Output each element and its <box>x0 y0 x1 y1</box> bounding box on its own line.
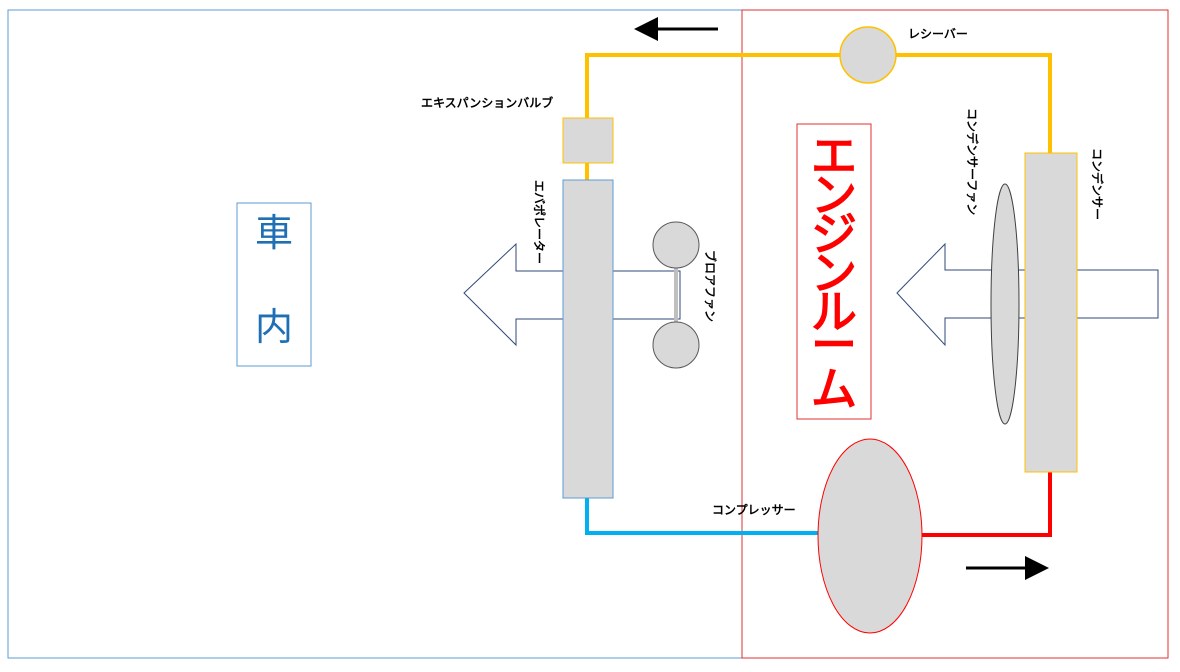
compressor <box>817 438 923 634</box>
engine-room-label-box <box>796 123 872 420</box>
engine-room-label-char-6: ー <box>811 318 857 372</box>
engine-room-label-char-5: ル <box>811 285 857 339</box>
blower-fan-bottom <box>652 321 700 369</box>
engine-airflow-arrow-icon <box>896 242 1159 347</box>
cabin-airflow-arrow-icon <box>463 242 681 347</box>
condenser <box>1024 152 1078 473</box>
blower-fan-label: ブロアファン <box>703 250 718 322</box>
cabin-zone <box>7 9 743 659</box>
cabin-label-char-2: 内 <box>255 305 293 349</box>
blower-fan-top <box>652 221 700 269</box>
suction-line-pipe <box>585 498 820 535</box>
engine-room-label-char-3: ジ <box>811 207 857 261</box>
discharge-line-pipe <box>922 472 1052 537</box>
liquid-line-pipe <box>585 53 1052 153</box>
evaporator <box>562 179 614 499</box>
receiver-label: レシーバー <box>908 27 968 41</box>
condenser-label: コンデンサー <box>1090 148 1105 220</box>
cabin-label-char-1: 車 <box>255 211 293 255</box>
expansion-valve <box>562 117 614 164</box>
engine-room-label-char-7: ム <box>811 362 857 416</box>
compressor-label: コンプレッサー <box>712 502 796 517</box>
engine-room-label-char-2: ン <box>811 168 857 222</box>
expansion-valve-label: エキスパンションバルブ <box>421 95 553 110</box>
receiver <box>839 26 897 84</box>
cabin-label-box <box>236 202 312 367</box>
engine-room-zone <box>741 9 1169 659</box>
engine-room-label-char-4: ン <box>811 246 857 300</box>
condenser-fan <box>990 183 1020 425</box>
engine-room-label-char-1: エ <box>811 129 857 183</box>
condenser-fan-label: コンデンサーファン <box>965 108 980 215</box>
evaporator-label: エバポレーター <box>532 180 547 264</box>
